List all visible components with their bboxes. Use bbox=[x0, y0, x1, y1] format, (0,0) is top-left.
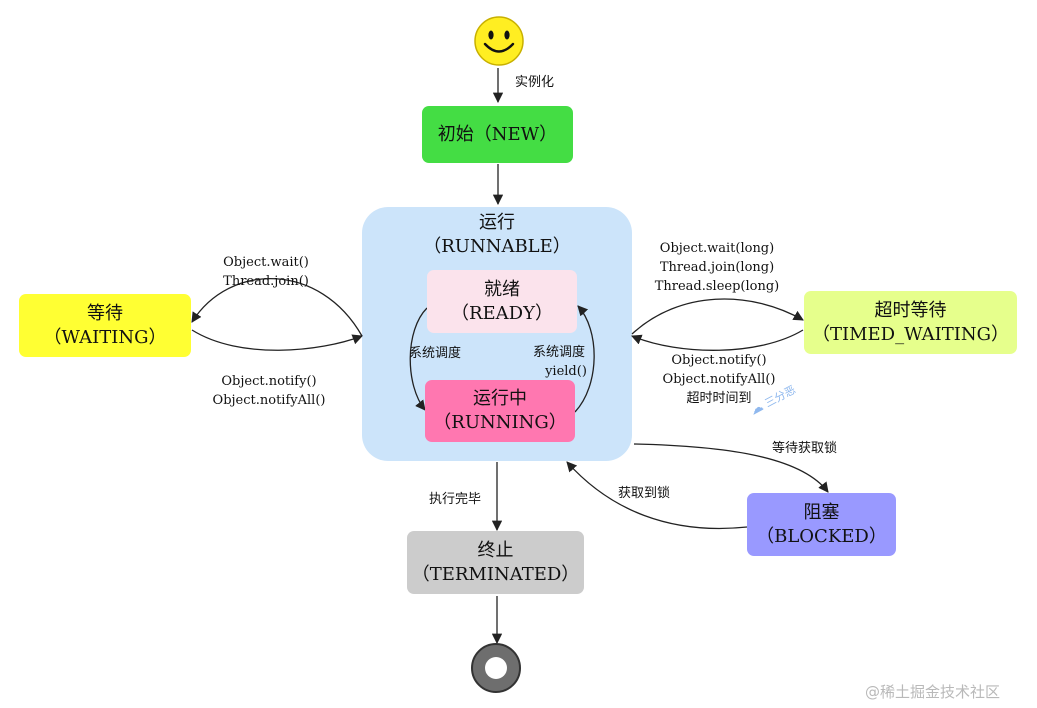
label-get-lock: 获取到锁 bbox=[618, 486, 671, 501]
state-blocked: 阻塞 （BLOCKED） bbox=[747, 493, 896, 556]
timed-waiting-subtitle: （TIMED_WAITING） bbox=[811, 323, 1010, 345]
from-timed-line1: Object.notify() bbox=[671, 353, 767, 368]
label-finish: 执行完毕 bbox=[429, 492, 482, 507]
blocked-subtitle: （BLOCKED） bbox=[756, 525, 887, 547]
watermark-footer: @稀土掘金技术社区 bbox=[865, 683, 1001, 701]
arrow-runnable-to-waiting bbox=[191, 278, 363, 337]
running-title: 运行中 bbox=[473, 388, 527, 409]
waiting-title: 等待 bbox=[87, 302, 123, 324]
schedule-right-line2: yield() bbox=[545, 364, 587, 379]
state-timed-waiting: 超时等待 （TIMED_WAITING） bbox=[804, 291, 1017, 354]
start-smiley-icon bbox=[474, 16, 524, 66]
timed-waiting-title: 超时等待 bbox=[874, 299, 947, 321]
from-timed-line2: Object.notifyAll() bbox=[662, 372, 776, 387]
label-instantiate: 实例化 bbox=[515, 75, 555, 90]
from-timed-line3: 超时时间到 bbox=[686, 391, 752, 406]
waiting-subtitle: （WAITING） bbox=[43, 326, 167, 348]
state-new: 初始（NEW） bbox=[422, 106, 573, 163]
running-subtitle: （RUNNING） bbox=[433, 412, 567, 433]
ready-title: 就绪 bbox=[484, 278, 520, 300]
runnable-subtitle: （RUNNABLE） bbox=[423, 236, 571, 257]
label-schedule-left: 系统调度 bbox=[409, 346, 462, 361]
to-waiting-line2: Thread.join() bbox=[223, 274, 309, 289]
state-waiting: 等待 （WAITING） bbox=[19, 294, 191, 357]
end-node-icon bbox=[471, 643, 521, 693]
arrow-waiting-to-runnable bbox=[191, 329, 363, 351]
new-label: 初始（NEW） bbox=[437, 123, 558, 145]
arrow-blocked-to-runnable bbox=[566, 461, 748, 530]
label-wait-lock: 等待获取锁 bbox=[772, 441, 838, 456]
runnable-title: 运行 bbox=[479, 212, 515, 233]
label-to-timed: Object.wait(long) Thread.join(long) Thre… bbox=[647, 239, 787, 296]
label-to-waiting: Object.wait() Thread.join() bbox=[206, 253, 326, 291]
label-from-timed: Object.notify() Object.notifyAll() 超时时间到 bbox=[649, 351, 789, 408]
arrow-runnable-to-blocked bbox=[633, 443, 829, 493]
arrow-runnable-to-timed bbox=[631, 298, 804, 335]
schedule-right-line1: 系统调度 bbox=[532, 345, 585, 360]
terminated-title: 终止 bbox=[477, 539, 514, 561]
arrow-running-to-ready bbox=[574, 305, 595, 413]
to-timed-line3: Thread.sleep(long) bbox=[654, 279, 780, 294]
to-timed-line2: Thread.join(long) bbox=[659, 260, 775, 275]
state-running: 运行中 （RUNNING） bbox=[425, 380, 575, 442]
arrow-timed-to-runnable bbox=[631, 329, 804, 351]
arrow-ready-to-running bbox=[409, 307, 428, 411]
terminated-subtitle: （TERMINATED） bbox=[411, 563, 580, 585]
label-schedule-right: 系统调度 yield() bbox=[524, 343, 594, 381]
blocked-title: 阻塞 bbox=[803, 501, 840, 523]
to-waiting-line1: Object.wait() bbox=[223, 255, 309, 270]
label-from-waiting: Object.notify() Object.notifyAll() bbox=[199, 372, 339, 410]
ready-subtitle: （READY） bbox=[450, 302, 553, 324]
state-terminated: 终止 （TERMINATED） bbox=[407, 531, 584, 594]
to-timed-line1: Object.wait(long) bbox=[659, 241, 775, 256]
from-waiting-line2: Object.notifyAll() bbox=[212, 393, 326, 408]
state-ready: 就绪 （READY） bbox=[427, 270, 577, 333]
from-waiting-line1: Object.notify() bbox=[221, 374, 317, 389]
